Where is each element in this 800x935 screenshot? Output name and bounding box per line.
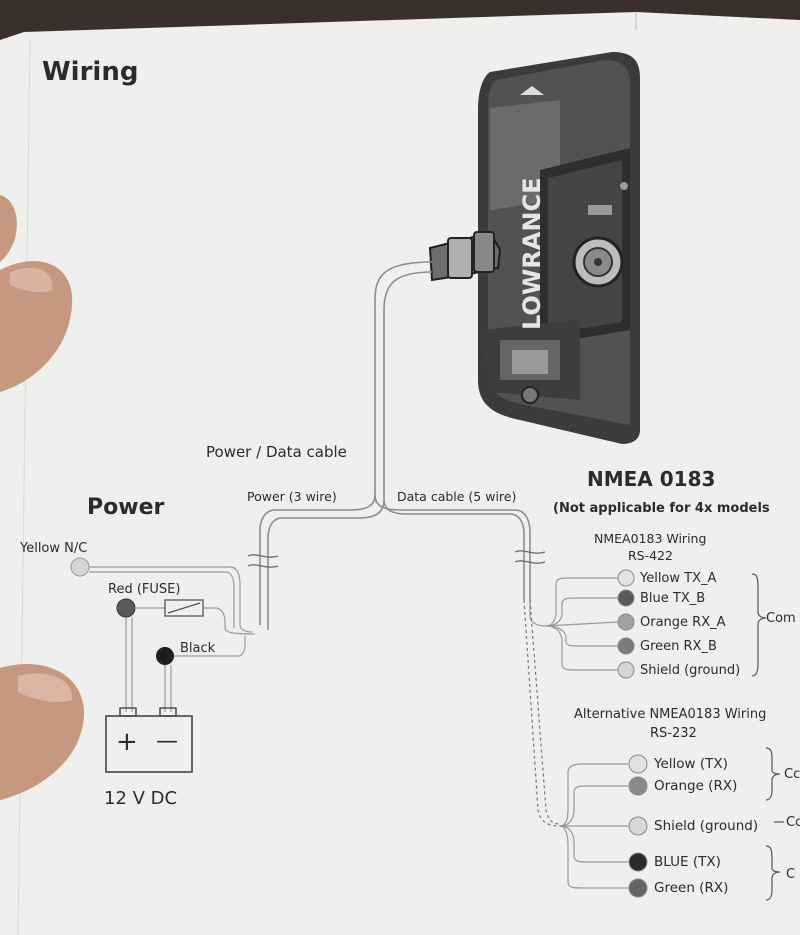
rs232-wires-label: Shield (ground) [654,818,758,834]
left-thumb [0,261,73,392]
rs232-wires-label: Yellow (TX) [653,756,728,772]
rs232-wire-list: Yellow (TX) Orange (RX) Shield (ground) BLU… [628,754,758,898]
cable-power-label: Power (3 wire) [247,489,337,504]
rs422-wires-label: Yellow TX_A [639,571,717,586]
rs422-title: NMEA0183 Wiring [594,531,706,546]
rs422-bracket-label: Com [766,611,796,626]
rs422-wires-label: Blue TX_B [640,591,705,606]
rs232-bracket-2-label: Cc [786,815,800,830]
rs232-bracket-3 [765,845,781,901]
sonar-unit-illustration: LOWRANCE [428,52,640,444]
black-label: Black [180,641,216,656]
cable-main-label: Power / Data cable [206,443,347,461]
rs422-bracket [751,573,767,677]
nmea-heading: NMEA 0183 [587,467,715,491]
cable-data-label: Data cable (5 wire) [397,489,516,504]
rs232-wires-label: BLUE (TX) [654,854,721,870]
rs422-wire-bundle [529,577,619,671]
power-heading: Power [87,495,164,520]
rs232-bracket-3-label: C [786,867,795,882]
rs422-wires-label: Green RX_B [640,639,717,654]
rs422-wires-terminal [617,637,635,655]
rs422-wires-terminal [617,589,635,607]
rs232-wires-terminal [628,754,648,774]
nmea-subheading: (Not applicable for 4x models [553,501,770,516]
rs422-wires-terminal [617,569,635,587]
cable-break-marks-data [514,550,546,564]
battery-plus: + [116,727,138,757]
rs422-wire-list: Yellow TX_A Blue TX_B Orange RX_A Green RX_… [617,569,740,679]
cable-break-marks-power [247,554,279,568]
battery-voltage-label: 12 V DC [104,788,177,809]
left-thumbnail [10,267,53,293]
rs422-wires-terminal [617,613,635,631]
rs232-title: Alternative NMEA0183 Wiring [574,707,766,722]
rs232-wires-terminal [628,816,648,836]
red-wire-terminal [116,598,136,618]
rs232-wires-label: Orange (RX) [654,778,737,794]
rs232-bracket-1 [765,747,781,801]
rs422-wires-label: Shield (ground) [640,663,740,678]
rs232-standard: RS-232 [650,726,697,741]
red-fuse-label: Red (FUSE) [108,582,180,597]
rs232-wires-terminal [628,878,648,898]
device-brand-logo: LOWRANCE [518,178,546,330]
left-thumbnail-bottom [18,673,73,703]
yellow-wire-terminal [70,557,90,577]
rs422-wires-label: Orange RX_A [640,615,726,630]
yellow-nc-label: Yellow N/C [19,541,87,556]
rs232-wires-label: Green (RX) [654,880,728,896]
rs232-bracket-1-label: Cc [784,767,800,782]
rs232-wire-bundle [523,599,628,889]
rs232-wires-terminal [628,852,648,872]
battery-minus: — [156,729,178,754]
page-title: Wiring [42,57,138,87]
black-wire-terminal [156,647,174,665]
left-thumb-top [0,195,17,262]
main-cable [259,261,531,630]
rs422-wires-terminal [617,661,635,679]
battery-icon [105,707,193,773]
rs232-wires-terminal [628,776,648,796]
rs422-standard: RS-422 [628,548,673,563]
